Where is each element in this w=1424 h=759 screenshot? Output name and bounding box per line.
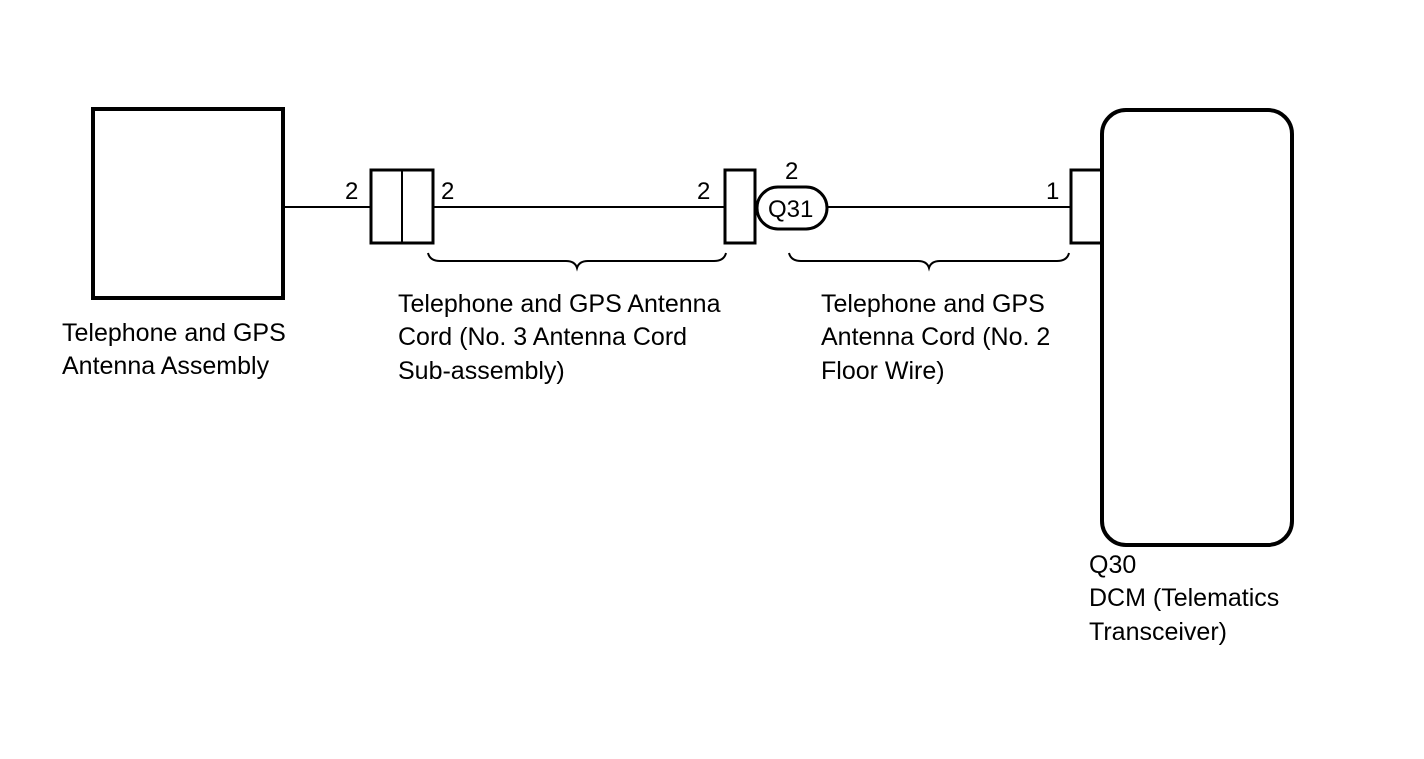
dcm-code: Q30	[1089, 551, 1136, 579]
dcm-label-line2: Transceiver)	[1089, 618, 1227, 646]
no2-cord-label-line3: Floor Wire)	[821, 357, 945, 385]
antenna-assembly-label-line1: Telephone and GPS	[62, 319, 286, 347]
no3-cord-label-line1: Telephone and GPS Antenna	[398, 290, 721, 318]
q31-connector-code: Q31	[768, 196, 813, 223]
no3-cord-label-line2: Cord (No. 3 Antenna Cord	[398, 323, 687, 351]
dcm-box	[1100, 108, 1294, 547]
pin-cord-end: 2	[697, 178, 710, 205]
no2-cord-label-line1: Telephone and GPS	[821, 290, 1045, 318]
brace-no2-cord	[788, 252, 1070, 272]
pin-junction-out: 2	[441, 178, 454, 205]
pin-dcm-in: 1	[1046, 178, 1059, 205]
cord-end-connector	[723, 168, 757, 245]
brace-no3-cord	[427, 252, 727, 272]
antenna-assembly-box	[91, 107, 285, 300]
dcm-connector	[1069, 168, 1104, 245]
no2-cord-label-line2: Antenna Cord (No. 2	[821, 323, 1050, 351]
no3-cord-label-line3: Sub-assembly)	[398, 357, 565, 385]
pin-antenna-side: 2	[345, 178, 358, 205]
dcm-label-line1: DCM (Telematics	[1089, 584, 1279, 612]
pin-q31-top: 2	[785, 158, 798, 185]
antenna-assembly-label-line2: Antenna Assembly	[62, 352, 270, 380]
